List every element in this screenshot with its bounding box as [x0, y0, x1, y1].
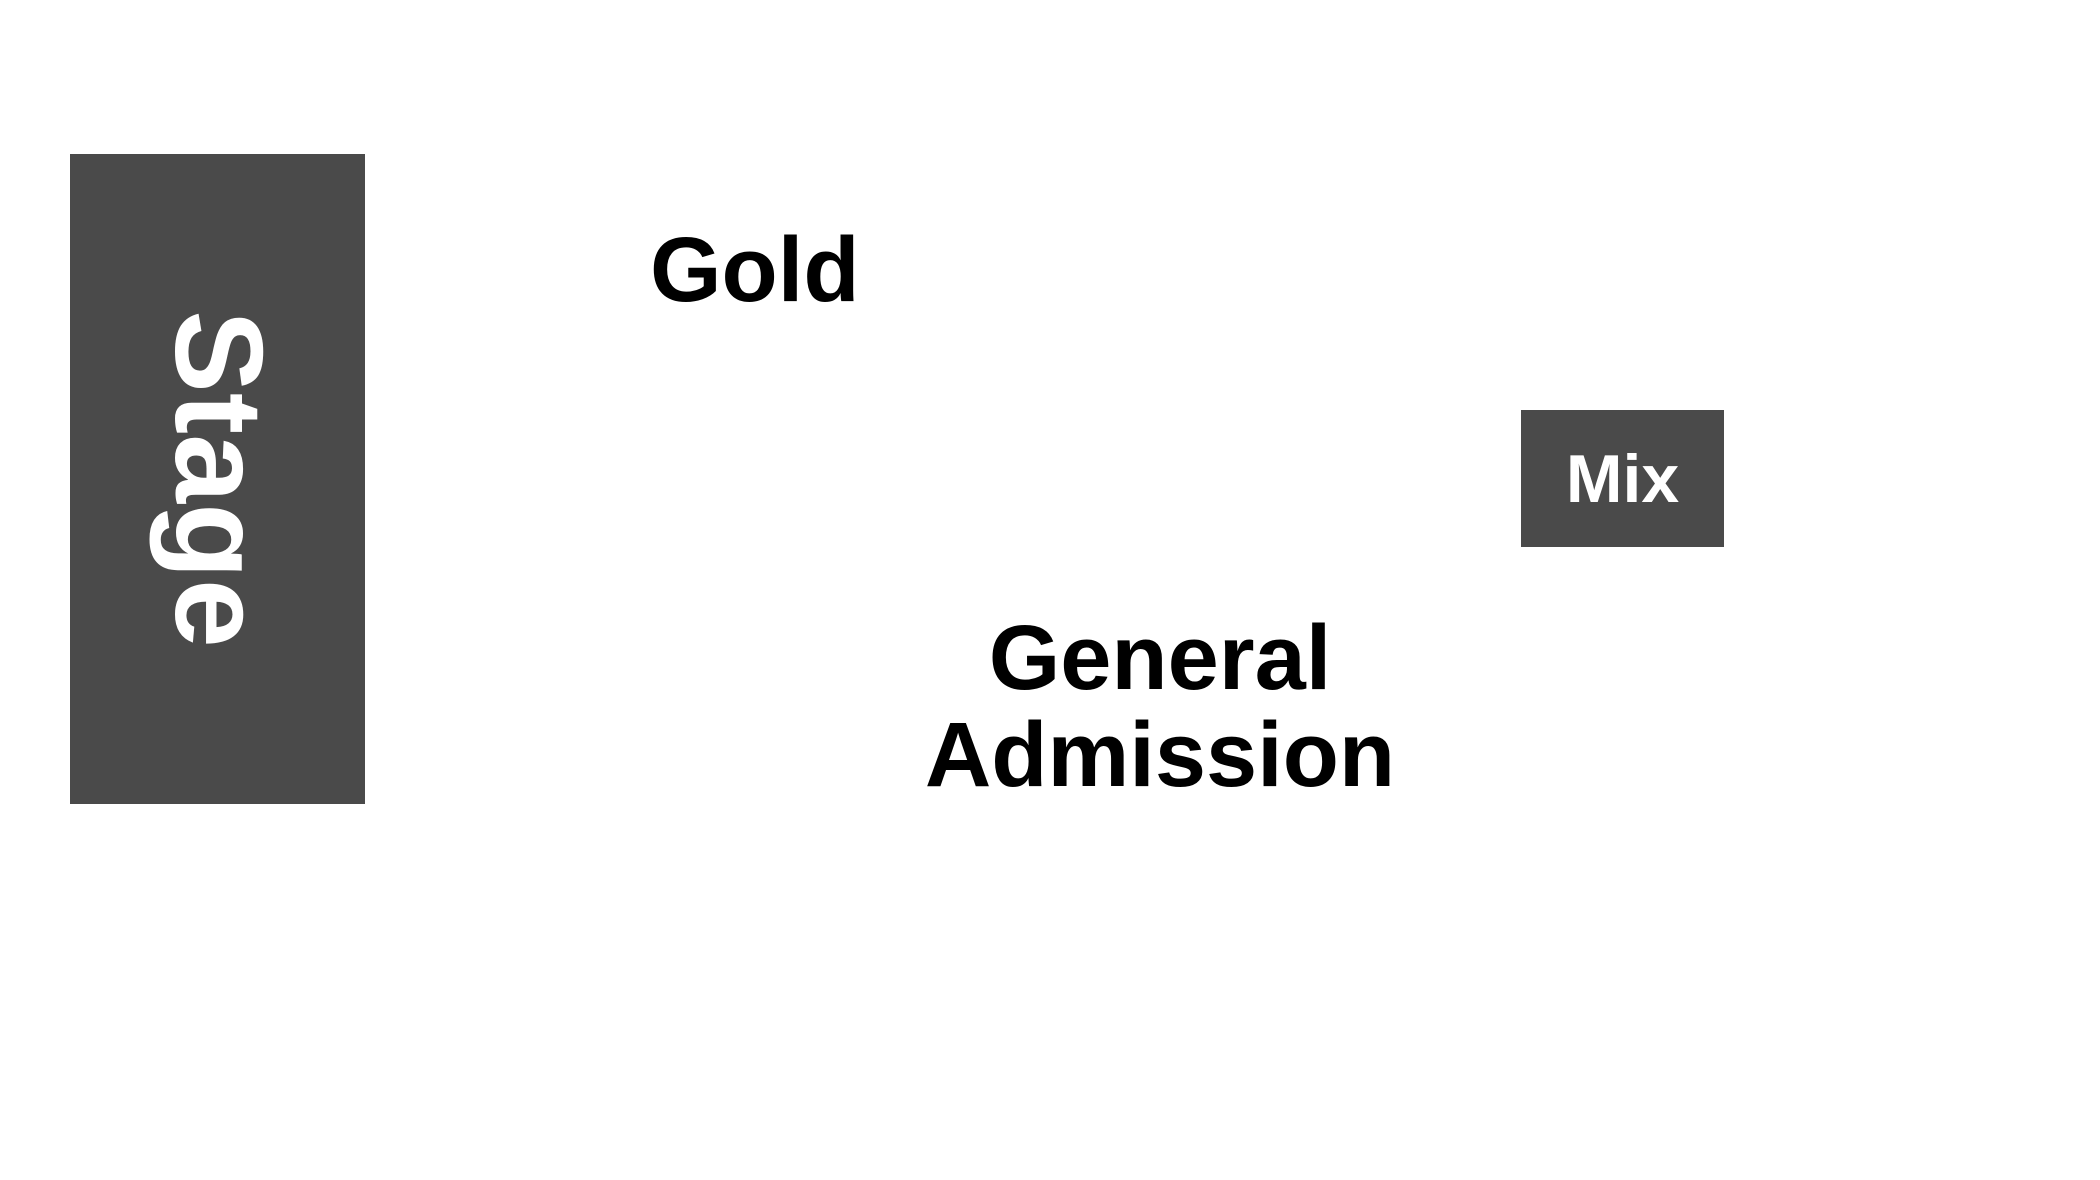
mix-label: Mix [1565, 440, 1680, 517]
stage-label: Stage [148, 310, 287, 648]
gold-zone-text: Gold [650, 219, 860, 321]
general-admission-line-1: General [988, 607, 1332, 709]
stage-area[interactable]: Stage [70, 154, 365, 804]
gold-zone-label[interactable]: Gold [650, 222, 860, 319]
general-admission-zone-label[interactable]: General Admission [880, 610, 1440, 803]
mix-position[interactable]: Mix [1521, 410, 1724, 547]
general-admission-line-2: Admission [924, 703, 1396, 806]
